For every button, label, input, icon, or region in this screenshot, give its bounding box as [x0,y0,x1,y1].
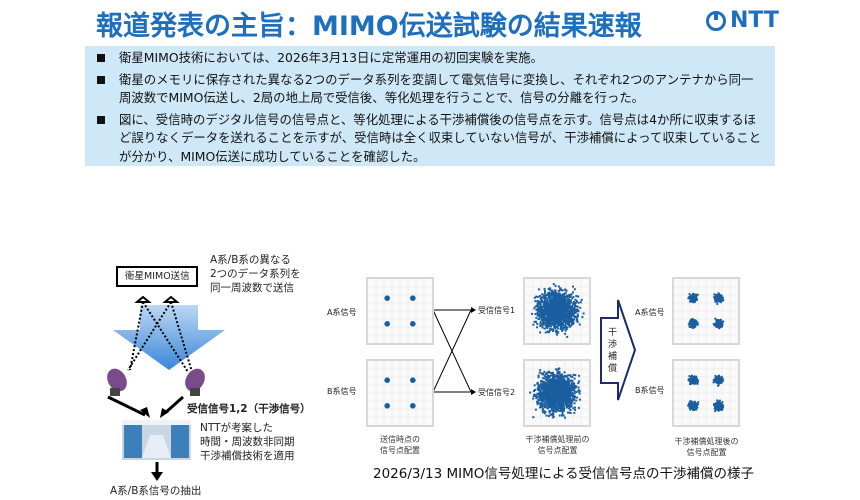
signal-point [410,377,416,384]
caption-after: 干渉補償処理後の信号点配置 [674,437,739,457]
bullet-item: 衛星MIMO技術においては、2026年3月13日に定常運用の初回実験を実施。 [95,49,765,68]
rx-signal-label: 受信信号1,2（干渉信号） [187,403,311,415]
signal-point [384,377,391,384]
signal-point [410,321,416,327]
bullet-icon [97,54,105,62]
bullet-item: 図に、受信時のデジタル信号の信号点と、等化処理による干渉補償後の信号点を示す。信… [95,111,765,167]
output-label-a: A系信号 [635,308,665,317]
signal-point [384,321,391,327]
caption-before: 干渉補償処理前の信号点配置 [525,435,590,455]
caption-tx: 送信時点の信号点配置 [380,435,420,455]
output-arrow-icon [151,472,163,481]
satellite-box-frame [116,266,198,287]
input-label-a: A系信号 [327,308,357,317]
eq-constellation-a [672,277,740,345]
page-title: 報道発表の主旨：MIMO伝送試験の結果速報 [96,11,642,42]
signal-paths [127,301,193,373]
antenna-icon [185,368,205,396]
output-label-b: B系信号 [635,386,665,395]
antenna-icon [107,368,127,396]
bullet-icon [97,75,105,84]
rx-constellation-2 [523,359,591,427]
ntt-logo: NTT [706,8,779,33]
tx-constellation-a [366,277,434,345]
process-arrow-icon [600,299,637,401]
satellite-mimo-tx-label: 衛星MIMO送信 [125,271,190,282]
tx-constellation-b [366,359,434,427]
received-label-2: 受信信号2 [478,388,516,397]
signal-point [384,403,391,409]
figure-caption: 2026/3/13 MIMO信号処理による受信信号点の干渉補償の様子 [373,466,755,482]
crossing-arrows [432,309,472,393]
summary-box: 衛星MIMO技術においては、2026年3月13日に定常運用の初回実験を実施。 衛… [85,46,775,166]
signal-point [384,295,391,302]
logo-text: NTT [730,8,779,33]
down-arrow-icon [113,305,225,370]
server-room-image [122,420,191,460]
output-label: A系/B系信号の抽出 [110,485,202,497]
bullet-text: 図に、受信時のデジタル信号の信号点と、等化処理による干渉補償後の信号点を示す。信… [119,111,762,164]
tech-note: NTTが考案した時間・周波数非同期干渉補償技術を適用 [200,422,295,462]
process-label: 干渉補償 [608,328,618,374]
signal-point [410,403,416,409]
received-label-1: 受信信号1 [478,306,516,315]
bullet-text: 衛星のメモリに保存された異なる2つのデータ系列を変調して電気信号に変換し、それぞ… [119,71,754,106]
rx-constellation-1 [523,277,591,345]
bullet-item: 衛星のメモリに保存された異なる2つのデータ系列を変調して電気信号に変換し、それぞ… [95,71,765,108]
bullet-text: 衛星MIMO技術においては、2026年3月13日に定常運用の初回実験を実施。 [119,50,543,65]
signal-point [410,295,416,302]
bullet-icon [97,115,105,124]
input-label-b: B系信号 [327,387,357,396]
ntt-logo-icon [706,10,726,31]
eq-constellation-b [672,359,740,427]
